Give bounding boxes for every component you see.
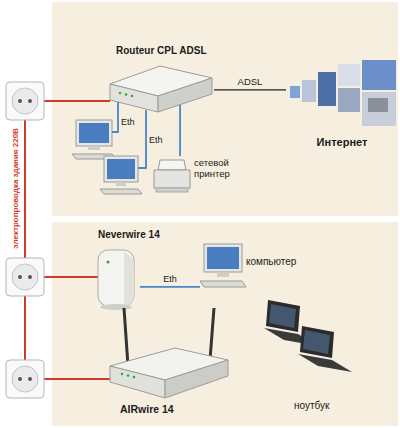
laptop-screen [269, 304, 296, 328]
monitor-screen [207, 247, 239, 269]
printer-output [156, 188, 188, 192]
ethernet-cable [179, 105, 181, 156]
device-label: компьютер [246, 256, 304, 267]
socket-hole [28, 99, 32, 103]
monitor-base [116, 182, 126, 186]
airwire-node: AIRwire 14 [104, 296, 232, 420]
antenna [124, 308, 128, 366]
device-label: AIRwire 14 [120, 404, 220, 416]
printer-node: сетевой принтер [150, 156, 245, 196]
power-wire [44, 100, 110, 102]
device-led [107, 261, 110, 264]
computer-node: компьютер [200, 240, 305, 300]
device-label: ноутбук [294, 400, 358, 411]
device-label: Routeur CPL ADSL [116, 45, 214, 56]
device-led [133, 376, 136, 379]
power-wire [44, 276, 98, 278]
device-led [127, 374, 130, 377]
internet-screen [362, 60, 396, 90]
wall-socket [6, 258, 44, 296]
antenna [210, 308, 214, 360]
internet-node: Интернет [286, 58, 398, 150]
monitor [76, 120, 112, 146]
socket-hole [28, 377, 32, 381]
airwire-front [110, 366, 165, 398]
socket-face [12, 88, 38, 114]
internet-screen [318, 72, 336, 106]
neverwire-node: Neverwire 14 [96, 229, 140, 309]
lower-panel [52, 222, 398, 426]
keyboard [100, 189, 142, 194]
wiring-label: электропроводка здания 220В [12, 118, 21, 258]
laptop-lid [266, 300, 300, 332]
internet-screen [338, 88, 360, 112]
connector-label: ADSL [230, 77, 270, 87]
laptop-node: ноутбук [258, 296, 362, 414]
internet-screen [338, 64, 360, 86]
ethernet-cable [112, 102, 118, 132]
device-label: Интернет [286, 136, 398, 148]
laptop-lid [300, 326, 334, 358]
adsl-line [214, 89, 286, 90]
airwire-side [165, 360, 228, 398]
router-led [131, 95, 134, 98]
internet-screen [362, 92, 396, 126]
port-label: Eth [121, 118, 139, 128]
socket-hole [18, 377, 22, 381]
device-label: Neverwire 14 [98, 229, 178, 240]
internet-screen [290, 86, 300, 98]
device-stand [100, 304, 132, 310]
internet-screen [302, 80, 316, 102]
socket-hole [28, 275, 32, 279]
printer-body [154, 170, 190, 188]
router-side [158, 78, 212, 112]
device-label: сетевой принтер [194, 158, 244, 179]
port-label: Eth [149, 136, 167, 146]
laptop-base [298, 354, 352, 372]
ethernet-cable [138, 110, 146, 168]
ethernet-cable [140, 286, 200, 288]
socket-face [12, 366, 38, 392]
connector-label: Eth [150, 275, 190, 285]
router-led [125, 93, 128, 96]
monitor [104, 156, 138, 182]
router-led [119, 92, 122, 95]
neverwire-device [98, 250, 134, 306]
wall-socket [6, 360, 44, 398]
socket-hole [18, 275, 22, 279]
device-led [121, 373, 124, 376]
power-wire [24, 101, 26, 379]
upper-panel [52, 2, 398, 216]
keyboard [200, 281, 246, 287]
monitor-screen [79, 123, 109, 143]
power-wire [44, 378, 112, 380]
socket-hole [18, 99, 22, 103]
router-node: Routeur CPL ADSL [106, 45, 214, 105]
monitor-base [217, 272, 229, 277]
laptop-screen [303, 330, 330, 354]
printer-tray [158, 160, 186, 170]
wall-socket [6, 82, 44, 120]
internet-screen [368, 98, 388, 112]
monitor-screen [107, 159, 135, 179]
monitor-base [88, 146, 100, 150]
monitor [204, 244, 242, 272]
device-shade [124, 252, 134, 306]
socket-face [12, 264, 38, 290]
